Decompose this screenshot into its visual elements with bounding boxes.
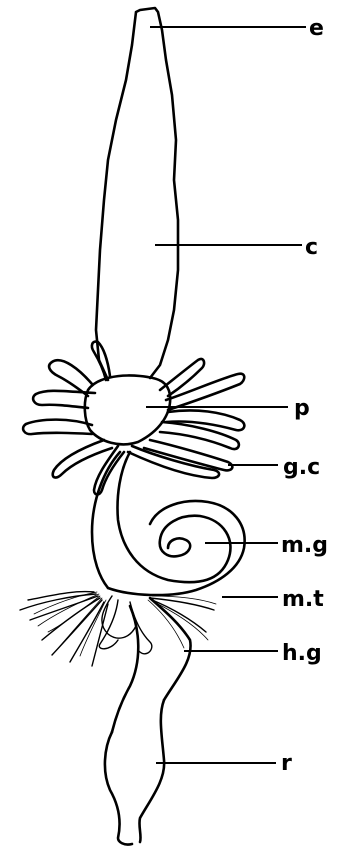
proventriculus: [85, 376, 170, 445]
gastric-caeca: [23, 342, 244, 495]
label-gc: g.c: [283, 455, 320, 480]
label-mt: m.t: [282, 587, 324, 612]
midgut: [92, 452, 245, 595]
crop: [96, 8, 178, 380]
label-c: c: [305, 235, 318, 260]
hindgut: [112, 598, 191, 732]
label-hg: h.g: [282, 641, 322, 666]
label-r: r: [281, 751, 292, 776]
labels: e c p g.c m.g m.t h.g r: [281, 16, 328, 776]
label-p: p: [294, 396, 310, 421]
label-e: e: [309, 16, 324, 41]
malpighian-tubules: [20, 592, 216, 666]
label-mg: m.g: [281, 533, 328, 558]
